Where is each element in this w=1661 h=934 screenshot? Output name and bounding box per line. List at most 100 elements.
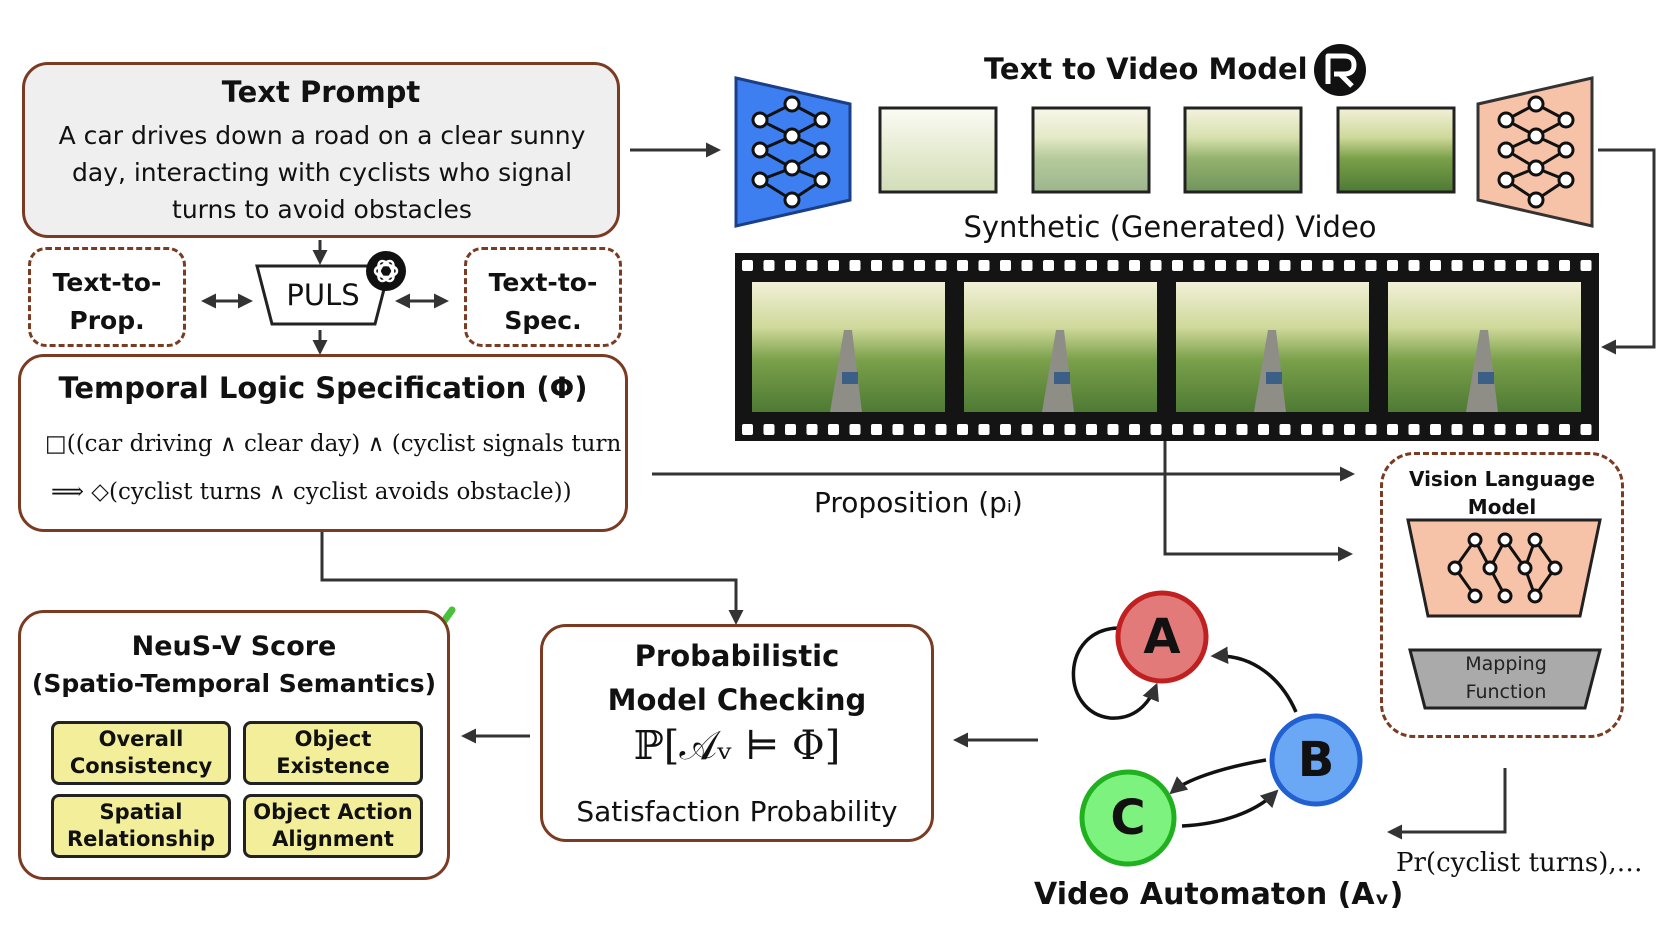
sprocket-hole [742,260,753,271]
vlm-to-automaton-arrow [1387,768,1507,840]
sprocket-hole [1172,424,1183,435]
pmc-title-line1: Probabilistic [634,639,840,673]
runway-logo-icon [1314,44,1366,96]
sprocket-hole [1365,260,1377,271]
sprocket-hole [1279,260,1291,271]
sprocket-hole [828,260,839,271]
sprocket-hole [1236,424,1248,435]
mapping-function-label: Mapping Function [1465,653,1547,703]
intermediate-frame [1031,106,1151,194]
sprocket-hole [892,260,904,271]
sprocket-hole [1559,424,1570,435]
tl-spec-formula-line2: ⟹ ◇(cyclist turns ∧ cyclist avoids obsta… [51,479,572,505]
sprocket-hole [1086,424,1097,435]
text-to-prop-label: Text-to-Prop. [52,268,162,335]
sprocket-hole [1215,424,1226,435]
sprocket-hole [1129,424,1140,435]
transition-b-to-c [1169,758,1267,795]
vlm-box: Vision Language Model [1380,452,1624,738]
decoder-to-video-arrow [1598,148,1656,355]
sprocket-hole [1021,424,1033,435]
sprocket-hole [806,260,818,271]
sprocket-hole [1408,260,1420,271]
sprocket-hole [914,260,925,271]
sprocket-hole [828,424,839,435]
intermediate-frame [1336,106,1456,194]
sprocket-hole [1150,260,1162,271]
sprocket-hole [1322,260,1334,271]
text-prompt-box: Text Prompt A car drives down a road on … [22,62,620,238]
sprocket-hole [1322,424,1334,435]
score-title: NeuS-V Score [131,631,337,662]
sprocket-hole [892,424,904,435]
tl-spec-box: Temporal Logic Specification (Φ) □((car … [18,354,628,532]
synthetic-video-label: Synthetic (Generated) Video [963,210,1377,244]
text-to-spec-box: Text-to-Spec. [464,247,622,347]
t2v-title: Text to Video Model [984,52,1308,86]
text-to-spec-label: Text-to-Spec. [488,268,598,335]
intermediate-frame [1183,106,1303,194]
sprocket-hole [1064,424,1076,435]
sprocket-hole [871,424,882,435]
sprocket-hole [1451,424,1463,435]
sprocket-hole [1430,424,1441,435]
text-to-prop-box: Text-to-Prop. [28,247,186,347]
sprocket-hole [1215,260,1226,271]
sprocket-hole [1516,424,1527,435]
sprocket-hole [1000,260,1011,271]
sprocket-hole [1172,260,1183,271]
mapping-function-shape [1408,648,1602,710]
score-cell-object-existence: Object Existence [243,721,423,785]
pmc-title-line2: Model Checking [607,683,867,717]
sprocket-hole [1537,260,1549,271]
proposition-label: Proposition (pᵢ) [814,486,1023,519]
sprocket-hole [1473,424,1484,435]
video-frame [964,282,1157,412]
sprocket-hole [1150,424,1162,435]
puls-label: PULS [286,278,360,312]
sprocket-hole [1021,260,1033,271]
vlm-network-icon [1406,518,1602,618]
intermediate-frame [878,106,998,194]
automaton-graph [1071,590,1363,867]
sprocket-hole [1430,260,1441,271]
sprocket-hole [1494,424,1506,435]
decoder-network-icon [1476,76,1594,228]
sprocket-hole [935,424,947,435]
sprocket-hole [763,424,775,435]
automaton-prob-output: Pr(cyclist turns),… [1396,848,1643,878]
sprocket-hole [1559,260,1570,271]
sprocket-hole [1043,424,1054,435]
sprocket-hole [957,260,968,271]
sprocket-hole [935,260,947,271]
sprocket-hole [1258,424,1269,435]
sprocket-hole [1408,424,1420,435]
sprocket-hole [1580,424,1592,435]
tl-spec-formula-line1: □((car driving ∧ clear day) ∧ (cyclist s… [45,431,622,457]
sprocket-hole [1301,260,1312,271]
sprocket-hole [785,260,796,271]
sprocket-hole [1000,424,1011,435]
pmc-box: Probabilistic Model Checking ℙ[𝒜ᵥ ⊨ Φ] S… [540,624,934,842]
state-c-label: C [1110,790,1146,846]
pmc-subtitle: Satisfaction Probability [576,795,898,828]
score-cell-overall-consistency: Overall Consistency [51,721,231,785]
puls-shape [255,264,392,326]
sprocket-hole [1301,424,1312,435]
sprocket-hole [978,424,990,435]
sprocket-hole [1086,260,1097,271]
sprocket-hole [1537,424,1549,435]
spec-to-pmc-arrow [320,532,744,625]
sprocket-hole [957,424,968,435]
state-b-label: B [1297,732,1335,788]
sprocket-hole [1064,260,1076,271]
sprocket-hole [1451,260,1463,271]
video-frame [1176,282,1369,412]
sprocket-hole [1494,260,1506,271]
pmc-formula: ℙ[𝒜ᵥ ⊨ Φ] [633,723,841,769]
openai-logo-icon [366,251,406,291]
encoder-network-icon [734,76,852,228]
score-cell-spatial-relationship: Spatial Relationship [51,794,231,858]
sprocket-hole [978,260,990,271]
film-strip [735,253,1599,441]
